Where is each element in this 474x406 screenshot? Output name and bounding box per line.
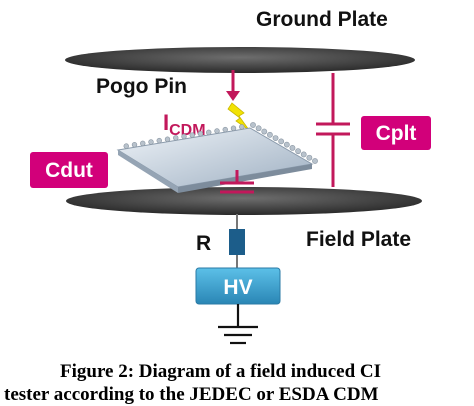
cdut-box [30,152,108,188]
ground-symbol [218,304,258,345]
pogo-pin-arrow [226,70,240,101]
dut-pin [197,131,204,137]
ground-plate [65,47,415,73]
cdut-capacitor [220,170,254,194]
ground-plate-label: Ground Plate [256,8,388,31]
field-plate [66,187,422,215]
dut-pin [239,124,245,130]
dut-pin [250,122,256,128]
dut-pin [148,139,154,145]
cplt-label: Cplt [376,122,417,145]
dut-pin [255,125,262,132]
dut-pin [300,151,307,158]
dut-pin [283,141,290,148]
dut-pin [140,140,146,147]
cplt-box [361,116,431,150]
hv-label: HV [223,276,252,299]
icdm-main: I [163,110,169,135]
dut-pin [295,148,301,155]
dut-pin [173,135,179,141]
dut-pin [206,129,212,136]
dut-pins [123,122,318,164]
dut-pin [189,132,195,138]
dut-pin [156,137,162,144]
dut-pin [181,133,187,140]
icdm-subscript: CDM [169,122,205,139]
dut-pin [214,128,220,134]
dut-pin [278,138,285,145]
dut-pin [131,142,138,148]
icdm-label: ICDM [163,110,206,139]
dut-pin [164,136,171,142]
dut-pin [272,135,279,141]
dut-pin [222,126,228,133]
dut-pin [306,154,313,161]
lightning-bolt [227,102,250,131]
cplt-capacitor [316,73,350,187]
resistor-label: R [196,232,211,255]
dut-pin [289,145,296,151]
pogo-pin-label: Pogo Pin [96,75,187,98]
dut-pin [123,143,129,149]
figure-caption-line-1: Figure 2: Diagram of a field induced CI [60,361,382,382]
dut-pin [267,131,273,138]
dut-pin [230,125,237,131]
cdut-label: Cdut [45,159,93,182]
field-plate-label: Field Plate [306,228,411,251]
dut-device [116,122,318,193]
dut-pin [261,128,268,135]
resistor [229,229,245,255]
figure-caption-line-2: tester according to the JEDEC or ESDA CD… [4,384,379,405]
dut-pin [312,158,318,164]
